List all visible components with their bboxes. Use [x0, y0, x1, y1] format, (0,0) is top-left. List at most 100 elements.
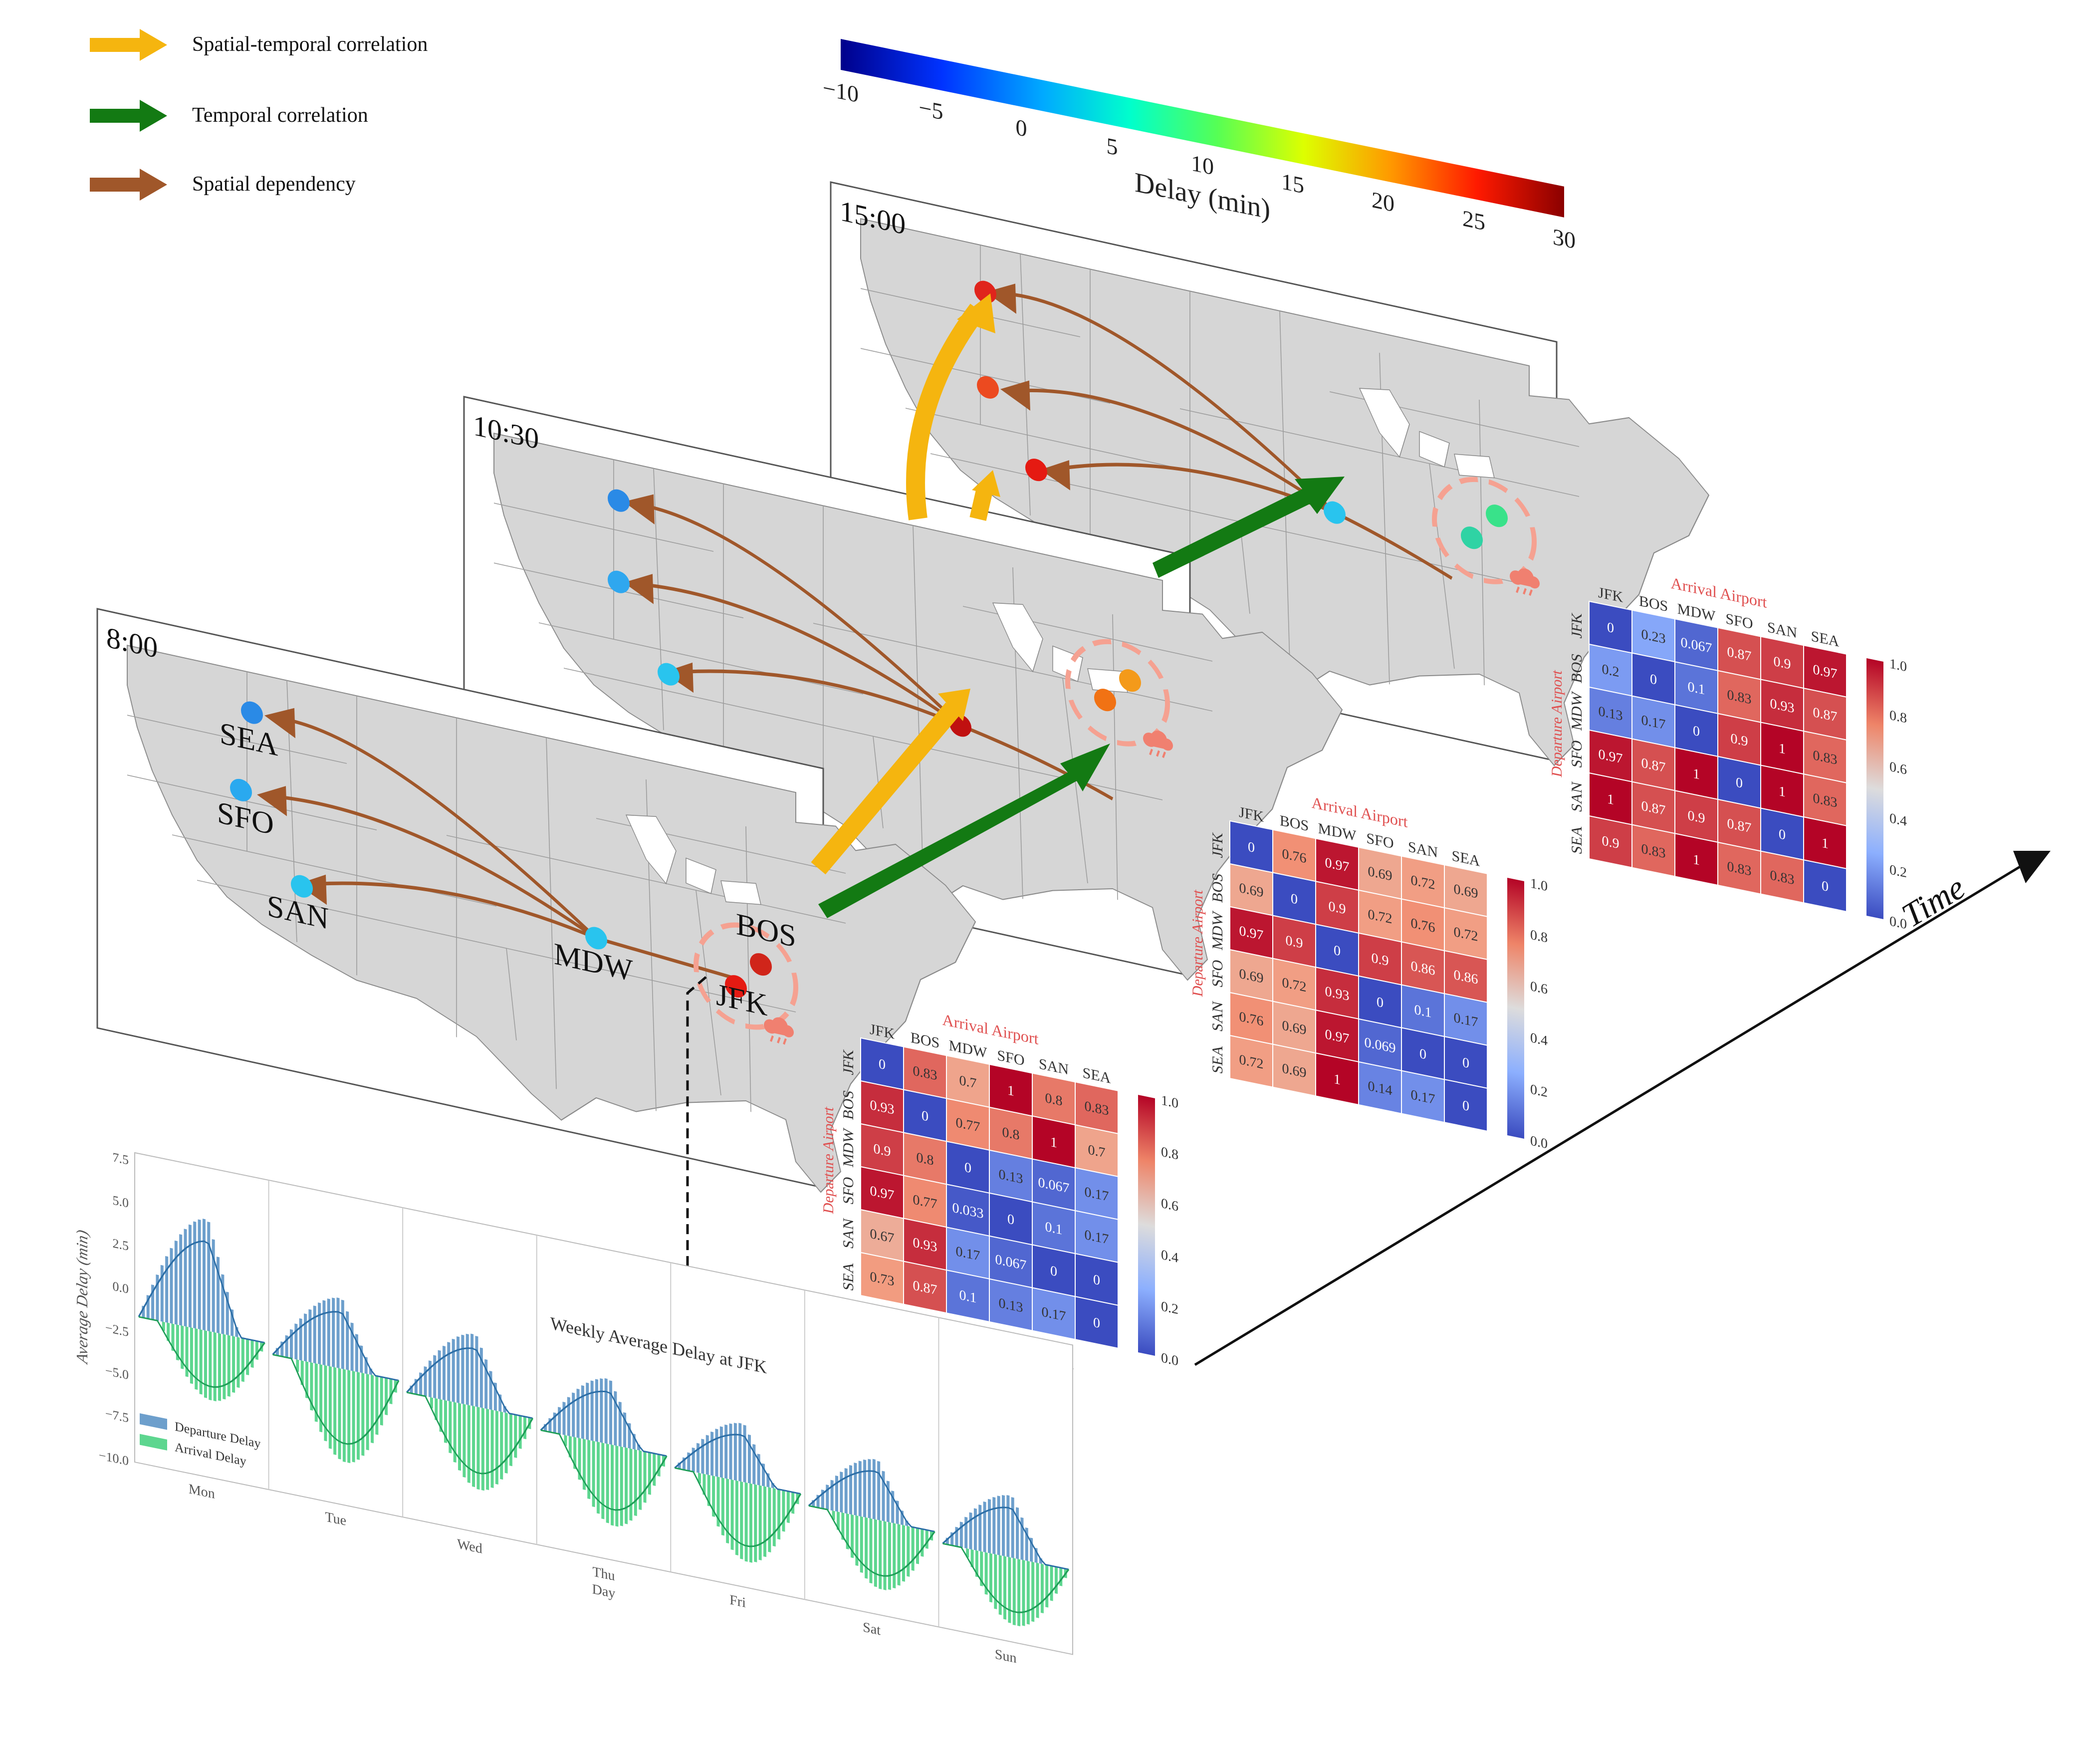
matrix-row-label: SFO	[1568, 739, 1585, 769]
arrival-bar	[874, 1519, 877, 1587]
arrival-bar	[568, 1436, 572, 1458]
matrix-cell-value: 1	[1007, 1083, 1014, 1100]
matrix-row-label: SAN	[1568, 780, 1585, 813]
arrival-bar	[749, 1483, 752, 1563]
spatial-arrows-1030	[624, 494, 1114, 801]
matrix-scale-tick: 0.8	[1530, 927, 1548, 946]
matrix-departure-label: Departure Airport	[1189, 888, 1206, 998]
matrix-cell-value: 0	[1650, 671, 1657, 688]
arrival-bar	[181, 1325, 184, 1369]
legend-item-spatial-temporal: Spatial-temporal correlation	[90, 29, 428, 61]
airport-marker-sfo	[230, 778, 252, 801]
arrival-bar	[171, 1323, 175, 1351]
arrival-bar	[518, 1415, 522, 1449]
arrival-bar	[204, 1330, 207, 1398]
arrival-bar	[980, 1551, 983, 1586]
arrival-trend-line	[139, 1316, 265, 1388]
arrival-bar	[855, 1515, 859, 1566]
matrix-cell-value: 0	[1462, 1055, 1469, 1072]
colorbar-tick: −5	[919, 95, 943, 125]
x-tick-label: Tue	[325, 1509, 347, 1528]
departure-bar	[193, 1221, 197, 1329]
arrival-bar	[888, 1522, 891, 1590]
matrix-scale-tick: 0.2	[1889, 862, 1907, 881]
departure-bar	[973, 1508, 977, 1551]
matrix-row-label: JFK	[840, 1047, 857, 1076]
matrix-cell-value: 0.9	[1731, 731, 1748, 750]
arrival-bar	[250, 1339, 254, 1368]
departure-bar	[322, 1300, 326, 1366]
arrival-bar	[702, 1474, 706, 1496]
arrival-bar	[777, 1489, 781, 1540]
x-tick-label: Sat	[863, 1619, 881, 1638]
matrix-row-label: BOS	[1209, 871, 1226, 904]
matrix-cell-value: 1	[1050, 1134, 1057, 1151]
arrival-bar	[975, 1550, 978, 1577]
arrival-bar	[893, 1522, 896, 1589]
arrival-bar	[716, 1477, 720, 1527]
arrival-bar	[435, 1398, 438, 1421]
arrival-bar	[994, 1554, 997, 1609]
arrival-bar	[176, 1324, 179, 1361]
arrival-bar	[1045, 1564, 1049, 1608]
arrival-bar	[476, 1407, 480, 1490]
arrival-bar	[352, 1371, 355, 1463]
departure-bar	[738, 1423, 742, 1482]
arrival-bar	[911, 1526, 915, 1571]
matrix-cell-value: 0.1	[1045, 1219, 1063, 1238]
temporal-arrow	[818, 744, 1110, 918]
matrix-cell-value: 0	[1248, 839, 1255, 856]
arrival-bar	[347, 1370, 351, 1464]
arrival-bar	[190, 1327, 193, 1384]
arrival-bar	[453, 1402, 457, 1463]
matrix-row-label: SEA	[1568, 824, 1585, 856]
arrival-bar	[1012, 1557, 1016, 1626]
arrival-bar	[232, 1336, 235, 1393]
departure-bar	[457, 1336, 460, 1404]
departure-bar	[1002, 1495, 1005, 1556]
matrix-row-label: JFK	[1568, 611, 1585, 639]
x-tick-label: Fri	[729, 1592, 746, 1611]
arrival-bar	[1003, 1556, 1007, 1620]
arrival-bar	[319, 1364, 323, 1433]
matrix-col-label: SFO	[997, 1046, 1024, 1069]
matrix-scale-tick: 0.6	[1161, 1196, 1178, 1215]
colorbar-tick: 10	[1191, 151, 1214, 181]
departure-bar	[447, 1342, 451, 1402]
arrival-bar	[620, 1446, 623, 1526]
departure-bar	[170, 1248, 173, 1324]
arrival-bar	[314, 1363, 318, 1422]
departure-bar	[858, 1461, 862, 1517]
matrix-cell-value: 0.7	[1088, 1142, 1106, 1161]
departure-bar	[184, 1229, 187, 1327]
departure-bar	[719, 1426, 723, 1478]
matrix-departure-label: Departure Airport	[820, 1105, 837, 1215]
arrival-bar	[846, 1513, 849, 1549]
arrival-bar	[385, 1377, 388, 1416]
arrival-bar	[366, 1373, 369, 1451]
departure-bar	[705, 1435, 709, 1475]
airport-marker-san-1500	[1025, 459, 1047, 482]
arrival-bar	[296, 1359, 299, 1372]
arrival-trend-line	[808, 1505, 935, 1577]
departure-bar	[715, 1429, 718, 1477]
matrix-cell-value: 0.8	[917, 1150, 934, 1169]
colorbar-tick: 20	[1372, 187, 1394, 217]
matrix-cell-value: 0	[1007, 1212, 1014, 1229]
matrix-cell-value: 0	[1093, 1272, 1100, 1289]
matrix-cell-value: 0.9	[874, 1141, 891, 1160]
temporal-arrow	[1153, 477, 1345, 578]
departure-bar	[341, 1299, 344, 1369]
arrival-trend-line	[942, 1542, 1070, 1613]
y-tick-label: 5.0	[112, 1193, 129, 1210]
matrix-scale-tick: 0.6	[1530, 979, 1548, 998]
matrix-cell-value: 0	[1462, 1098, 1469, 1115]
y-tick-label: −2.5	[105, 1320, 129, 1339]
departure-bar	[572, 1392, 575, 1438]
colorbar-tick: 0	[1016, 115, 1027, 142]
matrix-cell-value: 1	[1607, 791, 1614, 808]
arrival-bar	[573, 1437, 577, 1470]
legend-swatch-arrival	[140, 1434, 167, 1451]
matrix-col-label: SAN	[1767, 618, 1797, 641]
